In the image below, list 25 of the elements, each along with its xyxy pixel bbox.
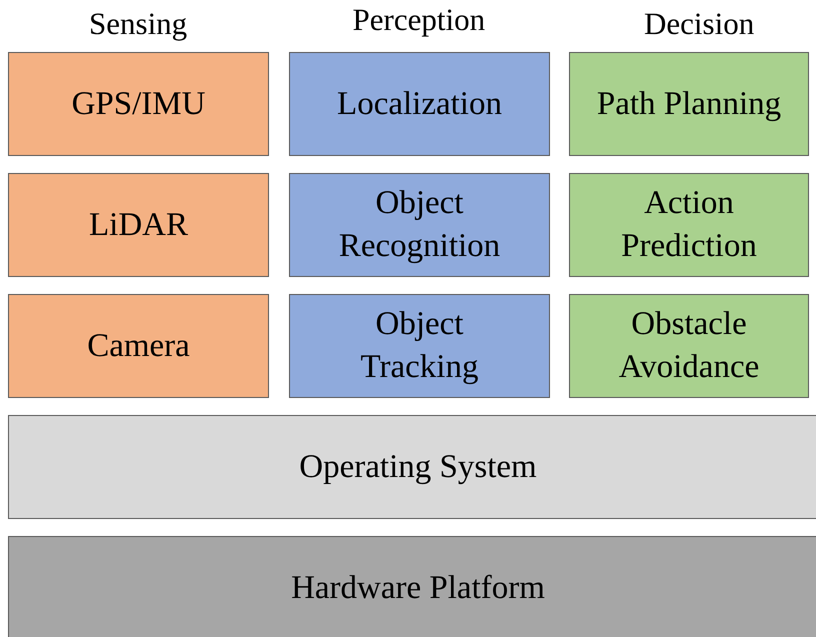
- box-label: LiDAR: [89, 206, 188, 245]
- process-box: [289, 294, 550, 398]
- box-label: GPS/IMU: [72, 84, 206, 124]
- box-label: Obstacle Avoidance: [618, 305, 760, 387]
- box-label: Object Recognition: [338, 184, 502, 266]
- process-box: [289, 52, 550, 156]
- box-label: Hardware Platform: [291, 568, 545, 608]
- column-heading: Perception: [352, 2, 486, 38]
- process-box: [8, 415, 816, 519]
- box-label: Operating System: [299, 448, 537, 487]
- box-label: Path Planning: [596, 84, 782, 124]
- process-box: [8, 536, 816, 637]
- process-box: [289, 173, 550, 277]
- column-heading: Decision: [644, 6, 754, 42]
- process-box: [569, 294, 809, 398]
- process-box: [569, 52, 809, 156]
- box-label: Action Prediction: [620, 184, 758, 266]
- process-box: [8, 294, 269, 398]
- box-label: Object Tracking: [360, 305, 480, 387]
- process-box: [569, 173, 809, 277]
- process-box: [8, 173, 269, 277]
- column-heading: Sensing: [89, 6, 188, 42]
- process-box: [8, 52, 269, 156]
- box-label: Localization: [337, 84, 502, 124]
- box-label: Camera: [87, 326, 190, 366]
